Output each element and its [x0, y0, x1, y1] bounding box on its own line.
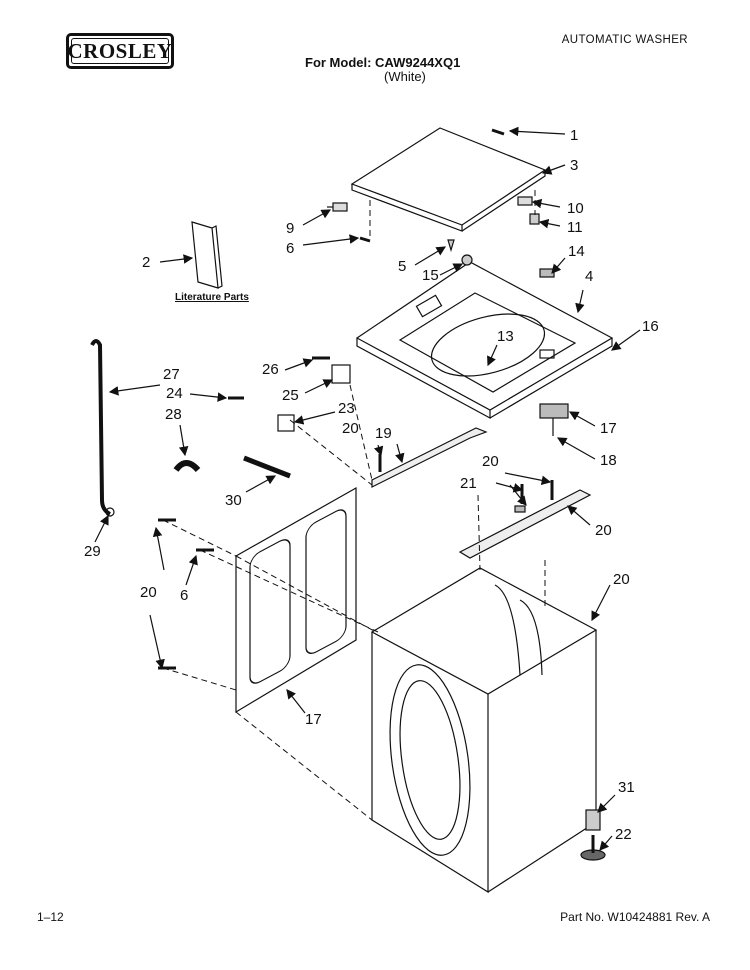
category-label: AUTOMATIC WASHER — [561, 34, 688, 46]
leg-31 — [585, 809, 601, 831]
callout-22: 22 — [615, 826, 632, 843]
clip-23 — [277, 414, 295, 432]
callout-31: 31 — [618, 779, 635, 796]
bracket-25 — [331, 364, 351, 384]
clip-21 — [514, 505, 526, 513]
callout-19: 19 — [375, 425, 392, 442]
callout-11: 14 — [568, 243, 585, 260]
top-panel — [355, 261, 614, 420]
callout-23: 23 — [338, 400, 355, 417]
callout-15: 18 — [600, 452, 617, 469]
callout-2: 4 — [585, 268, 593, 285]
hinge-right — [517, 196, 540, 225]
literature-parts — [191, 221, 223, 289]
callout-10: 13 — [497, 328, 514, 345]
hinge-left — [327, 202, 348, 212]
clamp-29 — [105, 507, 115, 517]
callout-3: 3 — [570, 157, 578, 174]
nut-12 — [461, 254, 473, 266]
hinge-pin-top — [491, 128, 505, 136]
drain-hose — [90, 339, 111, 516]
callout-6b: 6 — [286, 240, 294, 257]
lid-part — [350, 127, 547, 232]
brand-logo: CROSLEY — [66, 33, 174, 69]
brace-18 — [458, 489, 592, 559]
callout-29: 29 — [84, 543, 101, 560]
model-line: For Model: CAW9244XQ1 — [305, 55, 461, 70]
callout-30: 30 — [225, 492, 242, 509]
callout-7: 9 — [286, 220, 294, 237]
color-line: (White) — [384, 69, 426, 84]
callout-12: 15 — [422, 267, 439, 284]
callout-20c: 20 — [140, 584, 157, 601]
callout-20b: 20 — [482, 453, 499, 470]
lid-switch — [539, 403, 569, 419]
callout-13: 16 — [642, 318, 659, 335]
callout-9: 11 — [567, 219, 583, 236]
callout-6a: 1 — [570, 127, 578, 144]
brace-19 — [371, 427, 488, 488]
hose-clamp-28 — [173, 460, 201, 473]
rear-panel — [235, 486, 357, 714]
callout-24: 24 — [166, 385, 183, 402]
callout-14: 17 — [600, 420, 617, 437]
callout-20a: 20 — [342, 420, 359, 437]
literature-parts-label: Literature Parts — [175, 292, 249, 303]
callout-28: 28 — [165, 406, 182, 423]
lid-bumper — [447, 239, 455, 253]
callout-17: 20 — [613, 571, 630, 588]
callout-18: 20 — [595, 522, 612, 539]
lid-strike — [539, 268, 555, 278]
callout-4: 5 — [398, 258, 406, 275]
callout-1: 2 — [142, 254, 150, 271]
callout-27: 27 — [163, 366, 180, 383]
callout-8: 10 — [567, 200, 584, 217]
callout-26: 26 — [262, 361, 279, 378]
callout-5: 6 — [180, 587, 188, 604]
cabinet — [370, 567, 598, 894]
callout-25: 25 — [282, 387, 299, 404]
callout-21: 21 — [460, 475, 477, 492]
callout-16: 17 — [305, 711, 322, 728]
hinge-pin-lower — [359, 236, 371, 243]
page-number: 1–12 — [37, 910, 64, 924]
tie-strap-30 — [243, 455, 291, 479]
part-number: Part No. W10424881 Rev. A — [560, 910, 710, 924]
